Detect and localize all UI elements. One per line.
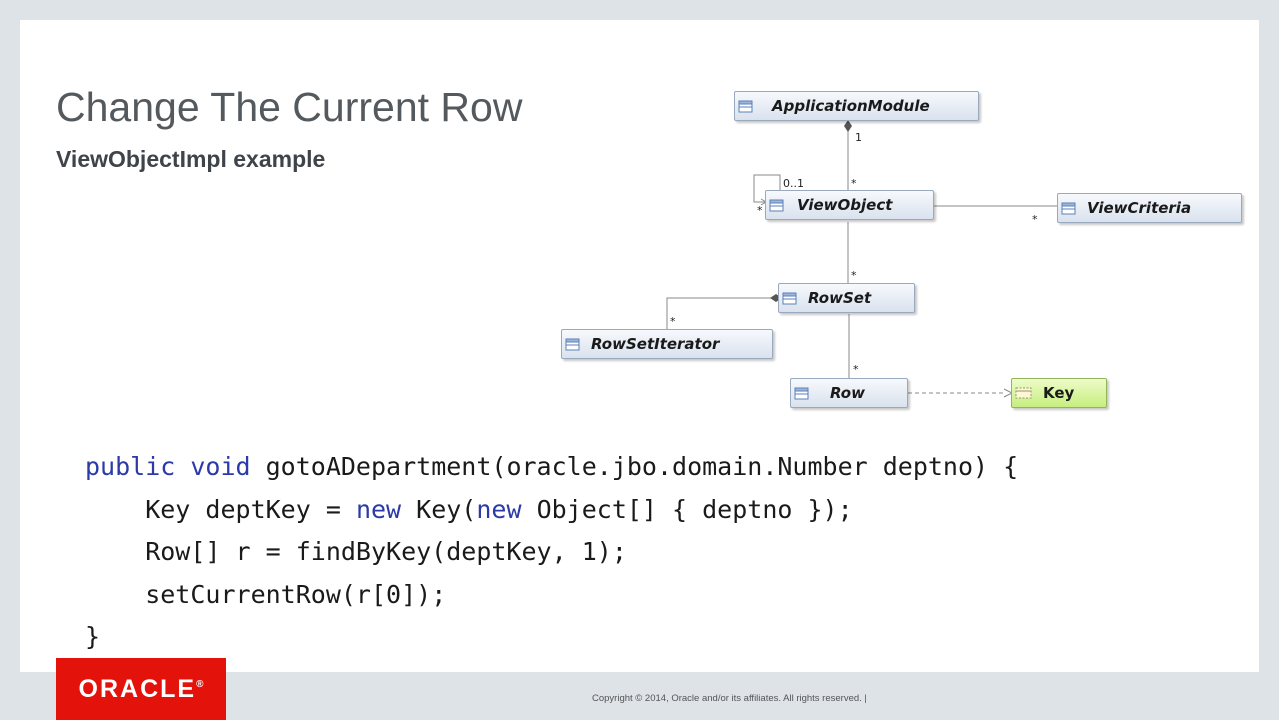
class-label: ViewObject <box>797 196 893 214</box>
code-line-2: Key deptKey = new Key(new Object[] { dep… <box>85 494 853 524</box>
code-snippet: public void gotoADepartment(oracle.jbo.d… <box>85 446 1018 659</box>
edge-rowset-iterator <box>666 297 778 329</box>
class-icon <box>738 100 753 113</box>
multiplicity-rowset-top: * <box>851 269 857 282</box>
slide-subtitle: ViewObjectImpl example <box>56 146 326 172</box>
class-icon <box>782 292 797 305</box>
code-number: 1 <box>581 537 597 566</box>
code-line-3: Row[] r = findByKey(deptKey, 1); <box>85 537 627 566</box>
multiplicity-am: 1 <box>855 131 862 144</box>
code-text: Key deptKey = <box>85 494 356 524</box>
multiplicity-self-side: * <box>757 204 763 217</box>
class-icon <box>1061 202 1076 215</box>
code-keyword: new <box>476 494 522 524</box>
code-keyword: public void <box>85 452 251 481</box>
class-key: Key <box>1011 378 1107 408</box>
class-label: Row <box>830 384 865 402</box>
multiplicity-iterator: * <box>670 315 676 328</box>
oracle-logo: ORACLE® <box>56 658 226 720</box>
code-text: ]); <box>401 579 447 609</box>
multiplicity-vo-top: * <box>851 177 857 190</box>
registered-mark: ® <box>196 678 204 690</box>
multiplicity-row-top: * <box>853 363 859 376</box>
class-icon <box>769 199 784 212</box>
slide-title: Change The Current Row <box>56 84 523 130</box>
class-label: Key <box>1043 384 1075 402</box>
copyright-notice: Copyright © 2014, Oracle and/or its affi… <box>592 693 867 704</box>
code-line-4: setCurrentRow(r[0]); <box>85 580 446 609</box>
multiplicity-self-top: 0..1 <box>783 177 804 190</box>
class-icon <box>794 387 809 400</box>
code-number: 0 <box>386 579 402 609</box>
class-row-set: RowSet <box>778 283 915 313</box>
class-label: RowSet <box>808 289 872 307</box>
key-class-icon <box>1015 387 1032 399</box>
code-text: Object[] { deptno }); <box>521 494 853 524</box>
code-text: Key( <box>401 494 477 524</box>
aggregation-diamond-am <box>844 120 852 132</box>
class-row: Row <box>790 378 908 408</box>
class-view-criteria: ViewCriteria <box>1057 193 1242 223</box>
code-text: gotoADepartment(oracle.jbo.domain.Number… <box>250 452 1019 481</box>
class-row-set-iterator: RowSetIterator <box>561 329 773 359</box>
code-keyword: new <box>355 494 402 524</box>
class-icon <box>565 338 580 351</box>
class-label: RowSetIterator <box>591 335 720 353</box>
code-line-1: public void gotoADepartment(oracle.jbo.d… <box>85 452 1018 481</box>
class-view-object: ViewObject <box>765 190 934 220</box>
edge-vo-self <box>753 174 781 203</box>
code-text: ); <box>596 537 627 566</box>
multiplicity-vc: * <box>1032 213 1038 226</box>
oracle-logo-text: ORACLE <box>78 674 197 703</box>
class-label: ApplicationModule <box>772 97 930 115</box>
class-application-module: ApplicationModule <box>734 91 979 121</box>
code-text: setCurrentRow(r[ <box>85 579 387 609</box>
class-label: ViewCriteria <box>1087 199 1192 217</box>
code-text: Row[] r = findByKey(deptKey, <box>85 537 582 566</box>
code-line-5: } <box>85 622 101 651</box>
